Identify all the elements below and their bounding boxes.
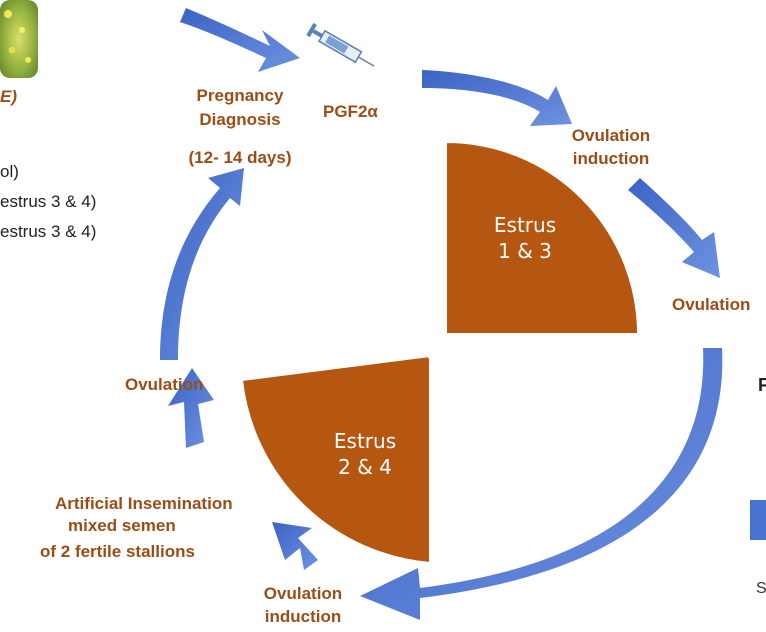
right-fragment-s: S [756, 580, 766, 597]
left-line-1: ol) [0, 162, 19, 181]
left-line-2: estrus 3 & 4) [0, 192, 97, 211]
syringe-icon [306, 22, 375, 67]
ovulation-left-label: Ovulation [125, 375, 204, 394]
ovulation-right-label: Ovulation [672, 295, 751, 314]
pgf2a-label: PGF2α [323, 102, 378, 121]
left-line-3: estrus 3 & 4) [0, 222, 97, 241]
cycle-arrows [160, 8, 723, 620]
flower-thumbnail [0, 0, 38, 78]
right-fragment-f: F [758, 375, 766, 395]
fertile-stallions-label: of 2 fertile stallions [40, 542, 195, 561]
estrus-1-3-sector [445, 140, 640, 335]
pregnancy-days-label: (12- 14 days) [188, 148, 292, 167]
artificial-insemination-label: Artificial Insemination [55, 494, 233, 513]
pregnancy-diagnosis-label: Pregnancy Diagnosis [196, 86, 284, 129]
estrus-2-4-sector [240, 354, 431, 565]
estrus-1-3-label: Estrus 1 & 3 [493, 213, 557, 263]
ovulation-induction-bottom-label: Ovulation induction [263, 584, 343, 626]
mixed-semen-label: mixed semen [68, 516, 176, 535]
ovulation-induction-top-label: Ovulation induction [571, 126, 651, 168]
left-title-fragment: E) [0, 87, 17, 106]
right-blue-block [750, 500, 766, 540]
estrus-2-4-label: Estrus 2 & 4 [333, 429, 397, 479]
